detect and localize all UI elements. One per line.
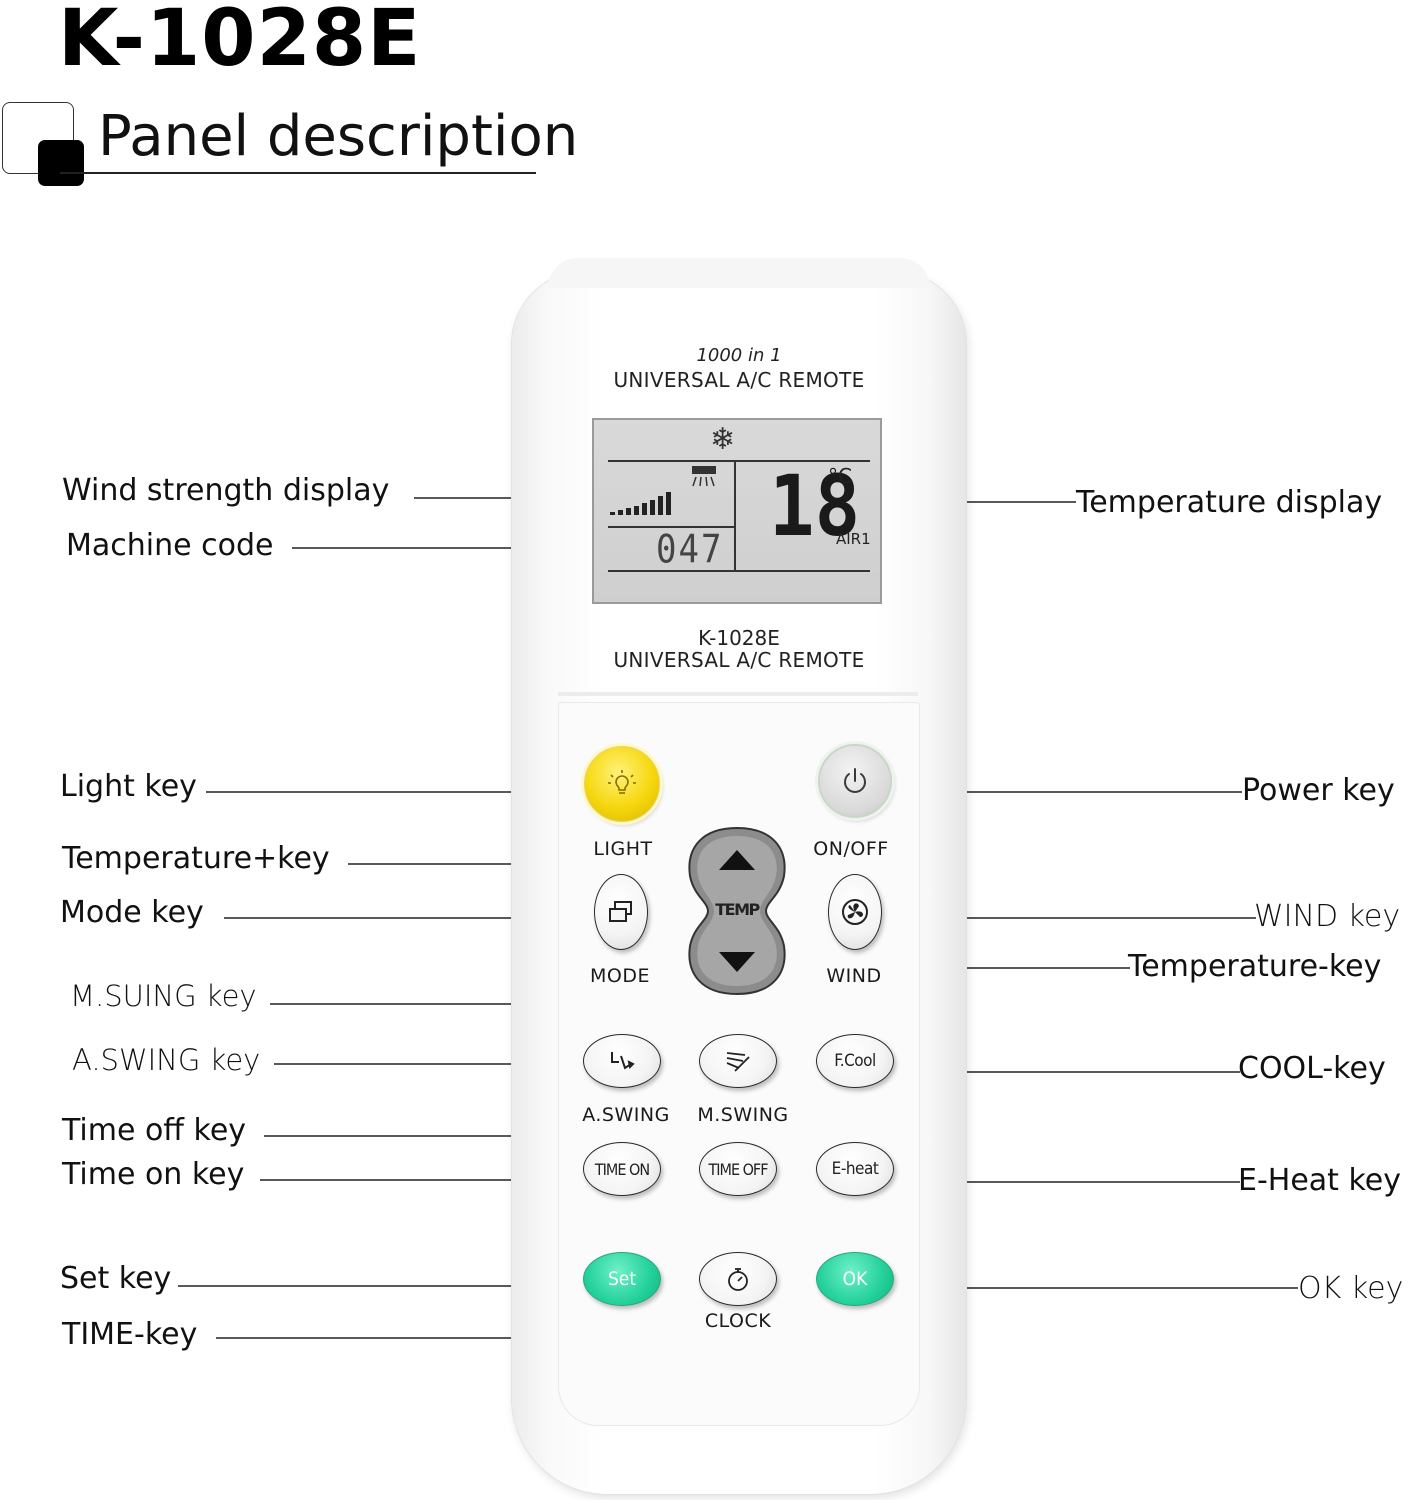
mode-button[interactable]: [594, 874, 648, 950]
callout-machine-code: Machine code: [66, 528, 274, 563]
swing-icon: [611, 1052, 635, 1070]
callout-e-heat-key: E-Heat key: [1238, 1163, 1401, 1198]
callout-wind-strength-display: Wind strength display: [62, 473, 390, 508]
light-button-label: LIGHT: [593, 838, 653, 860]
lcd-divider: [734, 460, 736, 570]
callout-set-key: Set key: [60, 1261, 172, 1296]
machine-code-readout: 047: [656, 527, 724, 573]
m-swing-button[interactable]: [699, 1034, 777, 1088]
set-button[interactable]: Set: [583, 1252, 661, 1306]
e-heat-button[interactable]: E-heat: [816, 1142, 894, 1196]
temperature-up-button[interactable]: [708, 840, 766, 880]
air-label: AIR1: [836, 530, 871, 548]
model-label-sub: UNIVERSAL A/C REMOTE: [613, 648, 865, 672]
callout-ok-key: OK key: [1298, 1271, 1404, 1306]
callout-temperature-plus-key: Temperature+key: [62, 841, 330, 876]
power-button-label: ON/OFF: [813, 838, 889, 860]
temp-label: TEMP: [715, 900, 760, 919]
celsius-unit: °C: [828, 464, 852, 488]
temperature-rocker: [684, 826, 790, 996]
callout-wind-key: WIND key: [1254, 899, 1401, 934]
fan-icon: [842, 899, 868, 925]
section-underline: [60, 172, 536, 174]
ok-button[interactable]: OK: [816, 1252, 894, 1306]
callout-cool-key: COOL-key: [1238, 1051, 1386, 1086]
callout-a-swing-key: A.SWING key: [72, 1043, 261, 1077]
lcd-divider: [608, 460, 870, 462]
section-title: Panel description: [98, 104, 579, 169]
clock-button[interactable]: [699, 1252, 777, 1306]
remote-top-edge: [548, 258, 930, 288]
callout-time-off-key: Time off key: [62, 1113, 247, 1148]
mode-icon: [609, 901, 632, 922]
callout-mode-key: Mode key: [60, 895, 204, 930]
lightbulb-icon: [608, 770, 636, 794]
lcd-divider: [608, 526, 734, 528]
power-icon: [844, 768, 866, 793]
wind-strength-bars: [610, 492, 671, 515]
wind-button[interactable]: [828, 874, 882, 950]
callout-temperature-display: Temperature display: [1076, 485, 1383, 520]
callout-temperature-minus-key: Temperature-key: [1128, 949, 1382, 984]
clock-button-label: CLOCK: [704, 1310, 772, 1332]
a-swing-button[interactable]: [583, 1034, 661, 1088]
snowflake-icon: ❄: [710, 422, 736, 457]
temperature-down-button[interactable]: [708, 942, 766, 982]
light-button[interactable]: [584, 746, 660, 822]
model-label: K-1028E: [698, 626, 780, 650]
power-button[interactable]: [818, 744, 892, 818]
manual-swing-icon: [726, 1052, 750, 1072]
brand-tagline: 1000 in 1: [696, 345, 782, 366]
model-title: K-1028E: [58, 0, 422, 84]
section-marker-fill: [38, 140, 84, 186]
m-swing-button-label: M.SWING: [697, 1104, 789, 1126]
lcd-display: ❄ 047 18 °C AIR1: [592, 418, 882, 604]
callout-m-suing-key: M.SUING key: [70, 979, 257, 1013]
temperature-readout: 18: [769, 457, 861, 555]
callout-light-key: Light key: [60, 769, 197, 804]
callout-power-key: Power key: [1242, 773, 1395, 808]
lcd-divider: [608, 570, 870, 572]
fan-unit-icon: [692, 466, 716, 487]
stopwatch-icon: [728, 1268, 748, 1291]
a-swing-button-label: A.SWING: [582, 1104, 670, 1126]
arrow-up-icon: [719, 850, 755, 870]
wind-button-label: WIND: [826, 965, 882, 987]
arrow-down-icon: [719, 952, 755, 972]
f-cool-button[interactable]: F.Cool: [816, 1034, 894, 1088]
time-off-button[interactable]: TIME OFF: [699, 1142, 777, 1196]
panel-divider: [558, 692, 918, 696]
brand-name: UNIVERSAL A/C REMOTE: [613, 368, 865, 392]
callout-time-key: TIME-key: [62, 1317, 198, 1352]
time-on-button[interactable]: TIME ON: [583, 1142, 661, 1196]
callout-time-on-key: Time on key: [62, 1157, 245, 1192]
mode-button-label: MODE: [590, 965, 650, 987]
